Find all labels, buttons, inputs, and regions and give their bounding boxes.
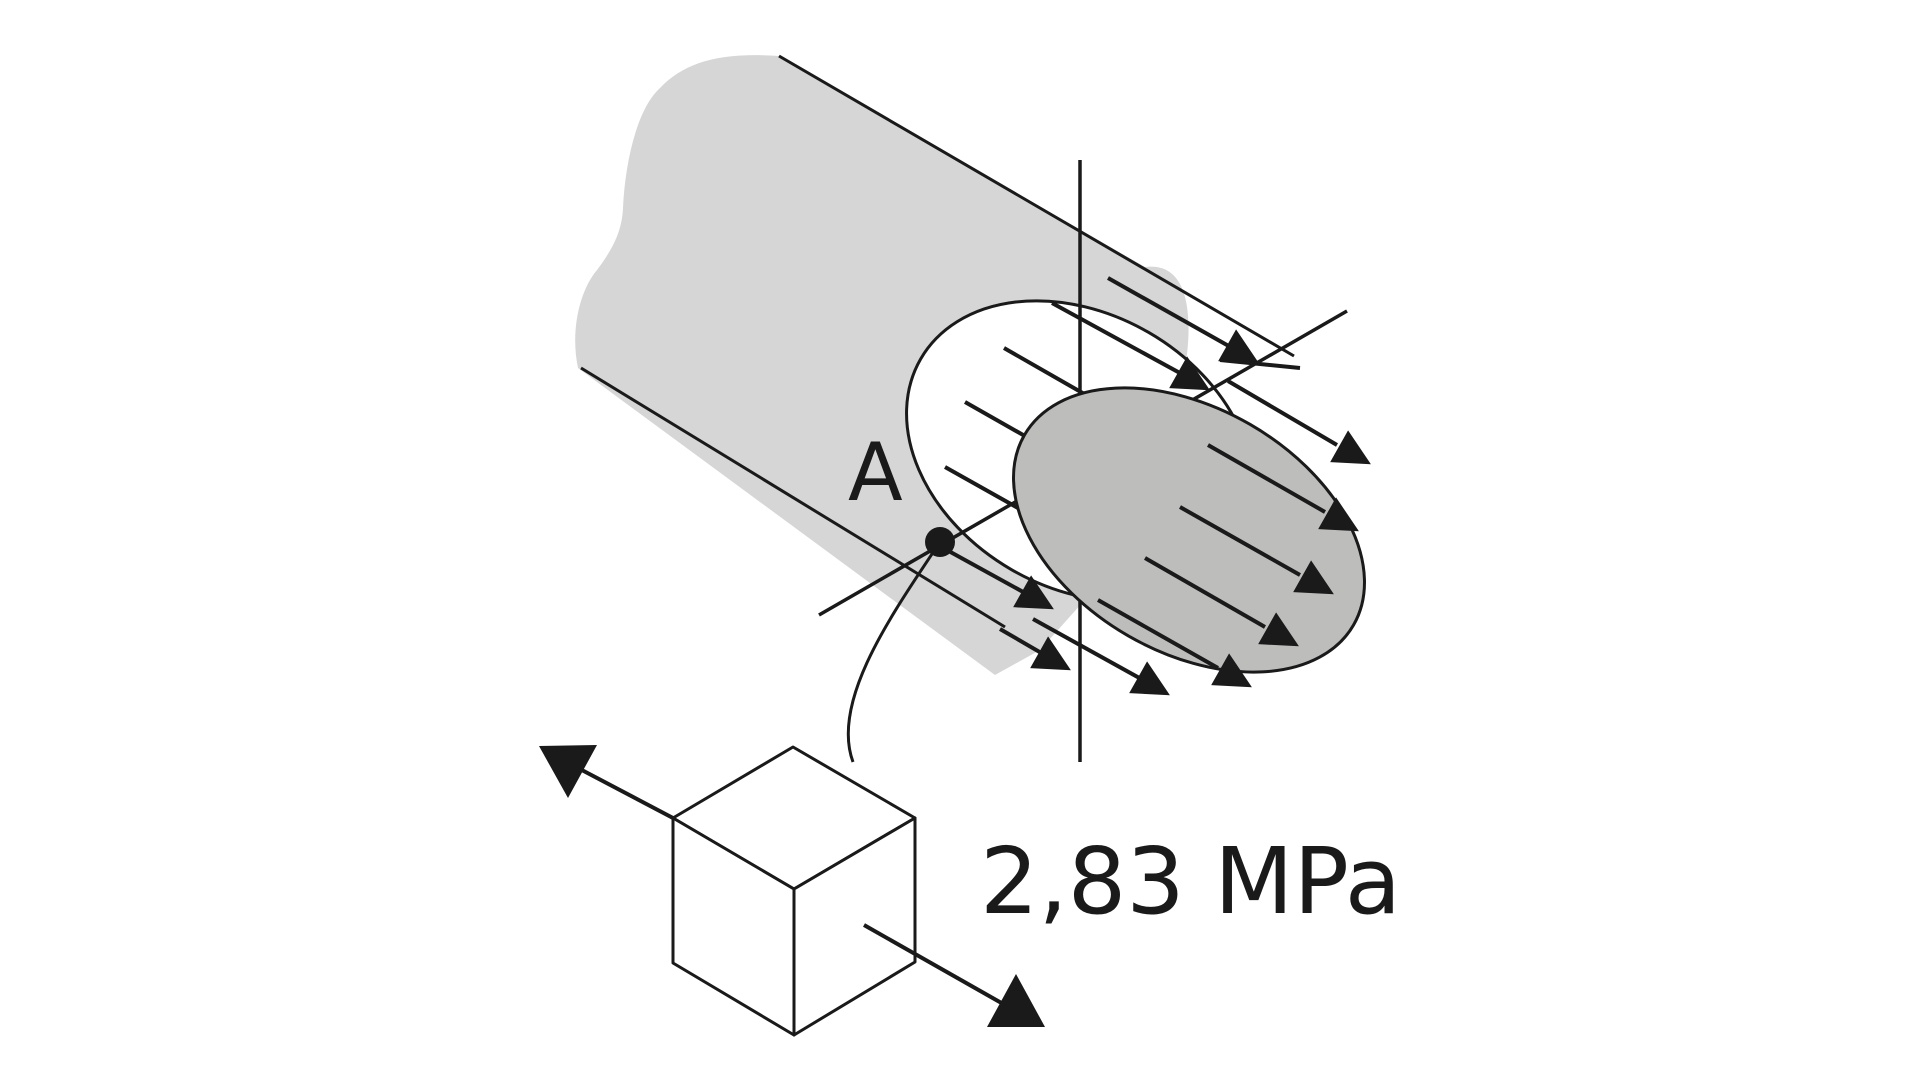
stress-value-label: 2,83 MPa: [980, 828, 1401, 935]
cube-arrowhead-left: [539, 745, 597, 798]
cube-right-face: [792, 816, 917, 1037]
cube-arrow-left: [577, 766, 674, 820]
stress-arrow: [1107, 276, 1251, 360]
stress-arrow: [1051, 301, 1201, 386]
point-a-leader: [846, 541, 942, 763]
stress-arrow: [1097, 598, 1219, 670]
cube-arrows: [539, 745, 1045, 1027]
stress-arrow: [1226, 379, 1339, 447]
stress-arrow: [1179, 505, 1301, 577]
stress-arrow: [1144, 556, 1266, 629]
stress-element-cube: [671, 745, 917, 1037]
stress-arrow: [1207, 443, 1326, 514]
end-face-arrows: [1097, 358, 1377, 701]
shaft-bottom-edge: [580, 366, 1006, 629]
shaft-top-edge: [778, 54, 1295, 358]
point-a-label: A: [848, 426, 903, 519]
cube-arrow-right: [863, 923, 1006, 1007]
stress-arrow: [1219, 358, 1301, 370]
point-a: A: [846, 426, 955, 763]
cube-arrowhead-right: [987, 974, 1045, 1027]
